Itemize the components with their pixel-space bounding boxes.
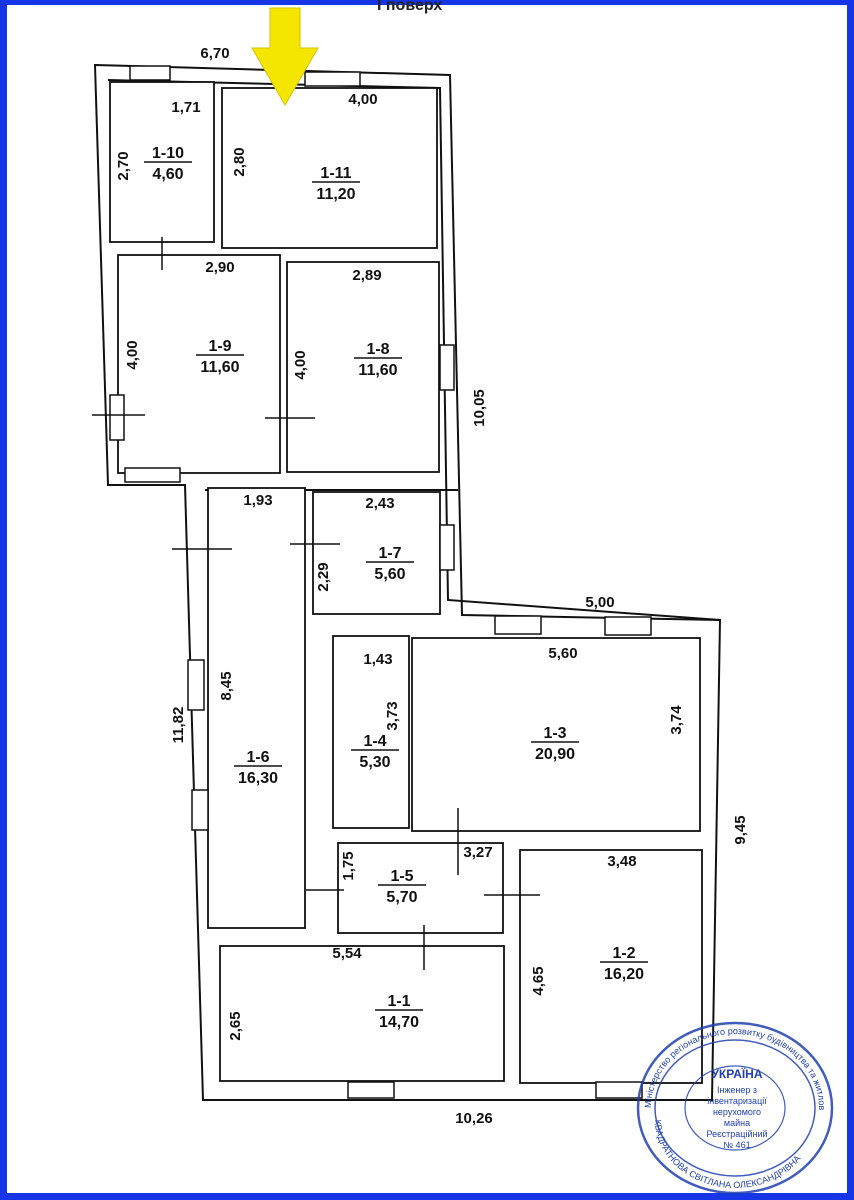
room-label-1-1: 1-1 14,70 5,54 2,65 <box>227 945 423 1041</box>
room-1-1 <box>219 945 505 1082</box>
room-width: 1,71 <box>171 99 200 116</box>
room-1-5 <box>337 842 504 934</box>
room-height: 2,80 <box>231 147 248 176</box>
room-1-7 <box>312 491 441 615</box>
room-height: 2,70 <box>115 151 132 180</box>
location-arrow-icon <box>251 7 319 106</box>
room-id: 1-3 <box>543 725 566 742</box>
room-id: 1-7 <box>378 545 401 562</box>
dim-top-width: 6,70 <box>200 45 229 62</box>
room-label-1-8: 1-8 11,60 2,89 4,00 <box>292 267 402 380</box>
room-height: 3,74 <box>668 705 685 735</box>
room-1-3 <box>411 637 701 832</box>
room-1-10 <box>109 81 215 243</box>
room-id: 1-11 <box>320 165 351 182</box>
room-width: 1,93 <box>243 492 272 509</box>
room-area: 4,60 <box>152 166 183 183</box>
dim-right-lower: 9,45 <box>732 815 749 844</box>
room-width: 4,00 <box>348 91 377 108</box>
room-label-1-5: 1-5 5,70 3,27 1,75 <box>340 844 493 906</box>
room-id: 1-1 <box>387 993 410 1010</box>
rooms <box>109 81 703 1084</box>
room-height: 3,73 <box>384 701 401 730</box>
room-1-6 <box>207 487 306 929</box>
room-label-1-9: 1-9 11,60 2,90 4,00 <box>124 259 244 376</box>
overall-dimensions: 6,70 10,05 5,00 11,82 9,45 10,26 <box>170 45 749 1127</box>
dim-right-upper: 10,05 <box>471 389 488 427</box>
room-1-9 <box>117 254 281 474</box>
room-area: 11,20 <box>316 186 355 203</box>
room-height: 4,00 <box>292 350 309 379</box>
room-id: 1-4 <box>363 733 386 750</box>
room-width: 2,89 <box>352 267 381 284</box>
room-area: 11,60 <box>358 362 397 379</box>
room-area: 20,90 <box>535 746 575 763</box>
room-width: 5,60 <box>548 645 577 662</box>
room-id: 1-6 <box>246 749 269 766</box>
room-area: 5,70 <box>386 889 417 906</box>
seal-line-5: майна <box>724 1118 750 1128</box>
seal-line-3: інвентаризації <box>707 1096 767 1106</box>
room-width: 2,90 <box>205 259 234 276</box>
room-height: 1,75 <box>340 851 357 880</box>
room-label-1-4: 1-4 5,30 1,43 3,73 <box>351 651 401 771</box>
room-1-4 <box>332 635 410 829</box>
room-labels: 1-10 4,60 1,71 2,70 1-11 11,20 4,00 2,80 1-9 11,6… <box>115 91 685 1041</box>
room-area: 5,60 <box>374 566 405 583</box>
room-area: 11,60 <box>200 359 239 376</box>
room-height: 2,29 <box>315 562 332 591</box>
room-label-1-11: 1-11 11,20 4,00 2,80 <box>231 91 378 203</box>
dim-left-side: 11,82 <box>170 707 187 744</box>
room-label-1-2: 1-2 16,20 3,48 4,65 <box>530 853 648 996</box>
floor-label: І поверх <box>377 0 443 14</box>
room-label-1-7: 1-7 5,60 2,43 2,29 <box>315 495 414 592</box>
room-id: 1-10 <box>152 145 184 162</box>
room-area: 14,70 <box>379 1014 419 1031</box>
room-id: 1-5 <box>390 868 413 885</box>
room-label-1-6: 1-6 16,30 1,93 8,45 <box>218 492 282 787</box>
room-area: 16,20 <box>604 966 644 983</box>
room-id: 1-9 <box>208 338 231 355</box>
room-height: 4,00 <box>124 340 141 369</box>
room-1-8 <box>286 261 440 473</box>
dim-step-width: 5,00 <box>585 594 614 611</box>
room-width: 3,48 <box>607 853 636 870</box>
room-1-11 <box>221 87 438 249</box>
room-height: 8,45 <box>218 671 235 700</box>
room-width: 2,43 <box>365 495 394 512</box>
windows <box>109 65 652 1099</box>
room-width: 3,27 <box>463 844 492 861</box>
doors <box>92 237 540 970</box>
seal-line-1: УКРАЇНА <box>711 1066 762 1081</box>
seal-line-7: № 461 <box>723 1140 750 1150</box>
room-id: 1-2 <box>612 945 635 962</box>
room-label-1-10: 1-10 4,60 1,71 2,70 <box>115 99 201 183</box>
room-width: 1,43 <box>363 651 392 668</box>
room-height: 2,65 <box>227 1011 244 1040</box>
room-width: 5,54 <box>332 945 362 962</box>
seal-line-2: Інженер з <box>717 1085 757 1095</box>
room-id: 1-8 <box>366 341 389 358</box>
room-area: 16,30 <box>238 770 278 787</box>
room-height: 4,65 <box>530 966 547 995</box>
seal-line-4: нерухомого <box>713 1107 761 1117</box>
room-area: 5,30 <box>359 754 390 771</box>
seal-line-6: Реєстраційний <box>706 1129 767 1139</box>
dim-bottom-width: 10,26 <box>455 1110 493 1127</box>
room-label-1-3: 1-3 20,90 5,60 3,74 <box>531 645 685 763</box>
